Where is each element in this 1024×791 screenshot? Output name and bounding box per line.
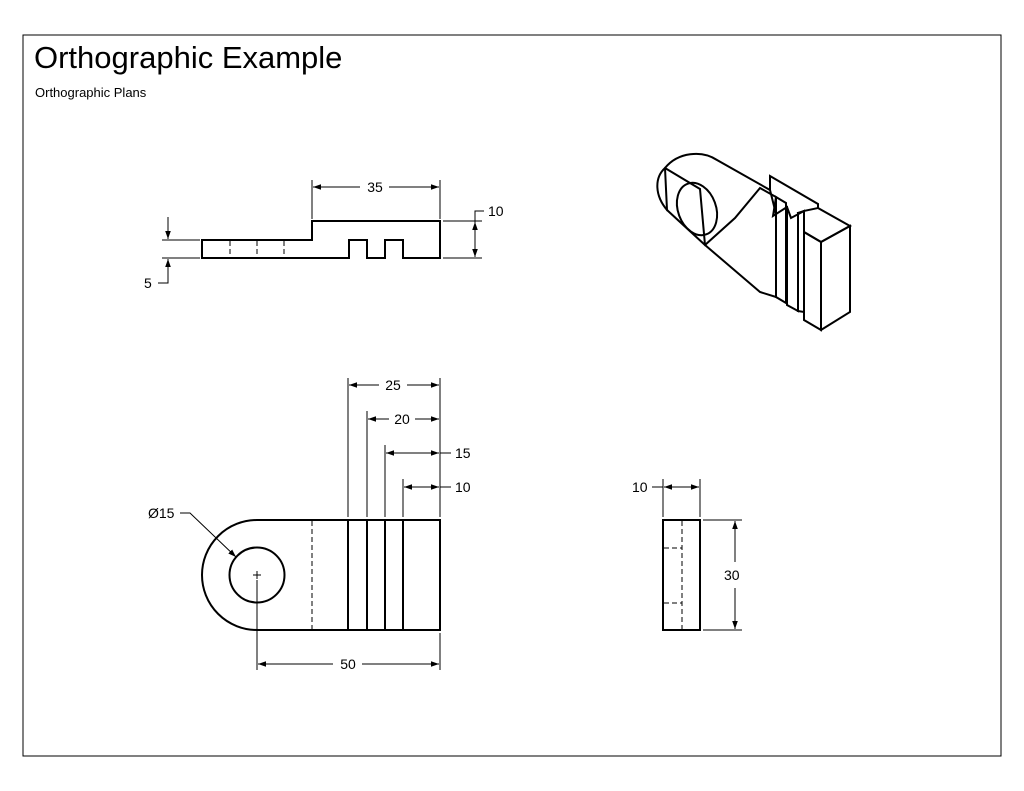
- dimension-20-label: 20: [394, 411, 410, 427]
- dimension-10-front-label: 10: [455, 479, 471, 495]
- dimension-50: 50: [256, 580, 441, 672]
- dimension-30-label: 30: [724, 567, 740, 583]
- dimension-5-label: 5: [144, 275, 152, 291]
- dimension-30: 30: [703, 519, 742, 631]
- dimension-10-top: 10: [443, 203, 504, 259]
- drawing-title: Orthographic Example: [34, 40, 343, 75]
- dimension-15: 15: [386, 445, 471, 461]
- iso-right-block-side: [819, 224, 851, 332]
- dimension-diameter-label: Ø15: [148, 505, 175, 521]
- dimension-5: 5: [144, 217, 200, 291]
- dimension-25-label: 25: [385, 377, 401, 393]
- dimension-35: 35: [311, 179, 441, 219]
- front-view: 25 20 15 10 Ø15: [148, 377, 471, 672]
- iso-fin-2: [786, 206, 799, 313]
- dimension-diameter: Ø15: [148, 505, 237, 558]
- top-view: 35 10 5: [144, 179, 504, 291]
- dimension-10-side: 10: [632, 479, 701, 517]
- drawing-subtitle: Orthographic Plans: [35, 85, 147, 100]
- sheet-border: [22, 34, 1002, 757]
- iso-left-face: [656, 166, 777, 299]
- isometric-view: [656, 152, 853, 332]
- top-view-outline: [201, 220, 441, 259]
- dimension-15-label: 15: [455, 445, 471, 461]
- iso-right-block-front: [803, 230, 822, 332]
- side-view: 10 30: [632, 479, 742, 631]
- side-view-outline: [662, 519, 701, 631]
- dimension-50-label: 50: [340, 656, 356, 672]
- dimension-20: 20: [368, 411, 439, 427]
- dimension-25: 25: [349, 377, 439, 393]
- dimension-10-side-label: 10: [632, 479, 648, 495]
- front-view-outline: [201, 519, 441, 631]
- dimension-35-label: 35: [367, 179, 383, 195]
- iso-top-face: [663, 152, 853, 247]
- dimension-10-top-label: 10: [488, 203, 504, 219]
- iso-hole: [675, 181, 719, 237]
- dimension-10-front: 10: [404, 479, 471, 495]
